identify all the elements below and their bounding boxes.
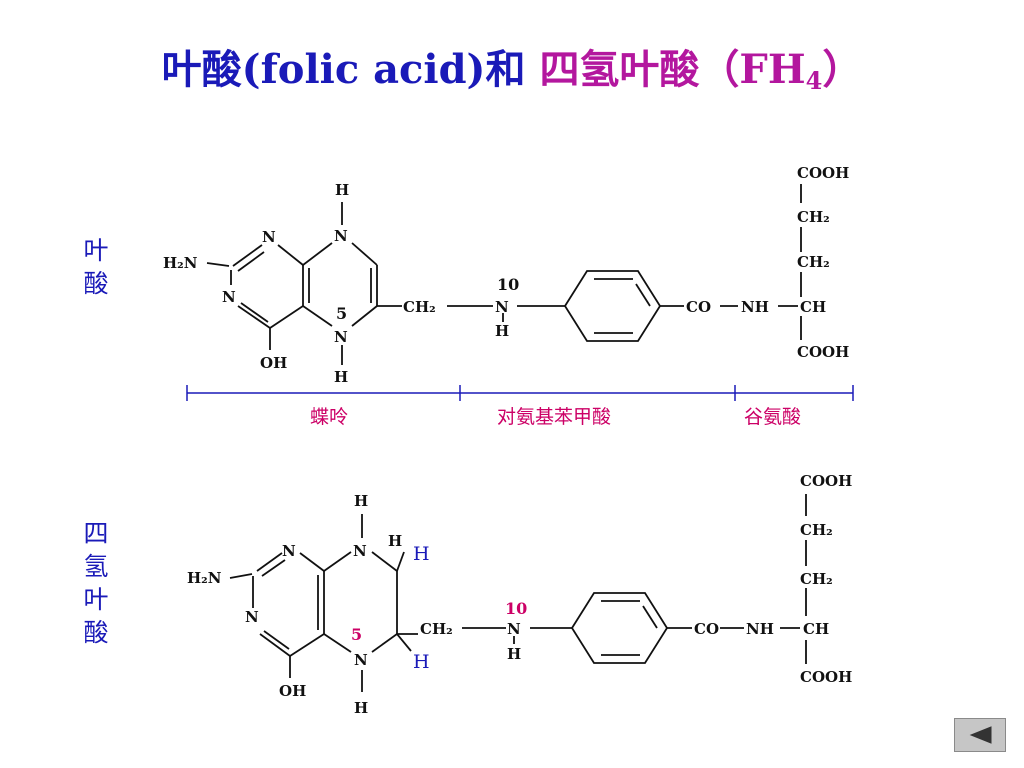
bond [635,283,651,307]
title-thf-close: ） [822,46,863,93]
bond [299,552,325,572]
bond [240,302,269,323]
atom-oh: OH [260,354,287,372]
atom-cooh: COOH [800,472,852,490]
bond [323,551,352,572]
bond [396,633,412,652]
atom-n: N [245,608,259,626]
back-button[interactable] [954,718,1006,752]
bond [371,551,398,572]
atom-nh: NH [746,620,774,638]
side-char: 叶 [83,236,109,265]
segment-label-glutamate: 谷氨酸 [744,406,802,428]
slide-title: 叶酸(folic acid)和 四氢叶酸（FH4） [0,40,1024,111]
bond [256,552,283,572]
atom-n5: N [354,651,368,669]
atom-n: N [222,288,236,306]
atom-oh: OH [279,682,306,700]
atom-ch: CH [800,298,826,316]
bond [277,244,304,266]
atom-n: N [262,228,276,246]
atom-h: H [495,322,509,340]
bond [396,551,405,572]
thf-structure: H N H H N H₂N N 5 N H H OH CH₂ 10 N H CO… [187,472,852,717]
atom-ch2: CH₂ [403,298,436,316]
atom-n: N [282,542,296,560]
atom-ch2: CH₂ [800,521,833,539]
position-5-label: 5 [336,304,347,323]
bond [206,262,230,267]
atom-h-highlight: H [413,543,430,565]
atom-ch2: CH₂ [797,253,830,271]
position-10-label: 10 [505,599,527,618]
atom-h2n: H₂N [163,254,198,272]
atom-h: H [388,532,402,550]
atom-nh: NH [741,298,769,316]
bond [351,242,378,266]
bond [642,605,658,629]
bond [302,305,333,327]
segment-label-pterin: 蝶呤 [310,406,349,428]
atom-h: H [354,492,368,510]
atom-cooh: COOH [800,668,852,686]
atom-n10: N [495,298,509,316]
side-char: 氢 [83,552,109,581]
bond [302,242,333,266]
bond [269,305,304,329]
atom-h-highlight: H [413,651,430,673]
atom-co: CO [694,620,719,638]
back-triangle-icon [969,726,992,744]
side-label-thf: 四 氢 叶 酸 [76,517,116,649]
atom-ch: CH [803,620,829,638]
side-char: 四 [83,519,109,548]
side-char: 酸 [83,269,109,298]
atom-h: H [334,368,348,386]
atom-cooh: COOH [797,164,849,182]
atom-co: CO [686,298,711,316]
atom-ch2: CH₂ [800,570,833,588]
atom-cooh: COOH [797,343,849,361]
title-folic-acid: 叶酸(folic acid)和 [161,46,526,93]
title-thf-text: 四氢叶酸（FH [539,46,806,93]
folic-acid-structure: H N N H₂N N 5 N H OH CH₂ 10 N H CO NH CH… [163,164,854,401]
benzene-ring [570,592,669,664]
title-thf-subscript: 4 [805,66,823,95]
atom-ch2: CH₂ [420,620,453,638]
bond [237,251,265,272]
bond [263,630,290,650]
atom-ch2: CH₂ [797,208,830,226]
segment-label-paba: 对氨基苯甲酸 [497,406,612,428]
atom-h: H [354,699,368,717]
side-char: 酸 [83,618,109,647]
atom-h: H [507,645,521,663]
side-char: 叶 [83,585,109,614]
position-10-label: 10 [497,275,519,294]
benzene-ring [563,270,662,342]
bond [371,633,398,653]
bond [237,305,271,329]
bond [323,633,352,653]
position-5-label: 5 [351,625,362,644]
bond [351,305,378,327]
atom-n: N [334,227,348,245]
bond [259,633,291,657]
bond [229,573,253,579]
bond [289,633,325,657]
title-thf: 四氢叶酸（FH4） [539,46,863,95]
atom-n10: N [507,620,521,638]
bond [261,559,286,577]
bond [232,244,263,267]
atom-n: N [353,542,367,560]
atom-n5: N [334,328,348,346]
atom-h: H [335,181,349,199]
atom-h2n: H₂N [187,569,222,587]
side-label-folic-acid: 叶 酸 [76,234,116,300]
